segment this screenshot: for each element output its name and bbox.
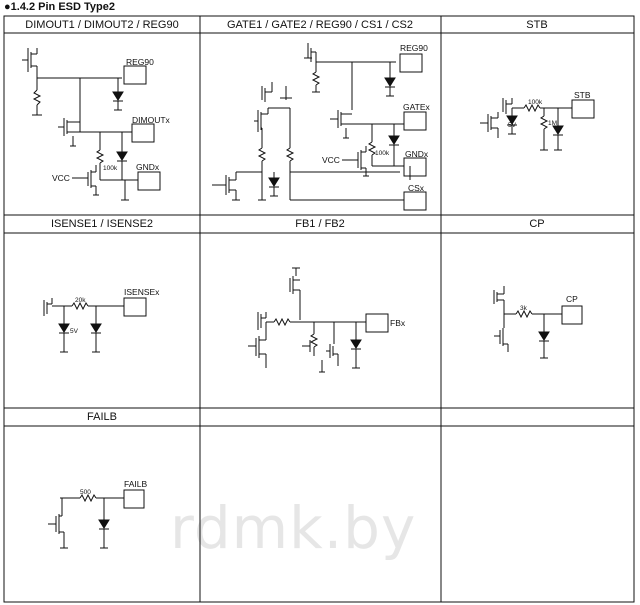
- table-grid: [3, 15, 635, 603]
- isense-circuit: [43, 297, 147, 353]
- label-stb-100k: 100k: [528, 99, 543, 106]
- header-dimout: DIMOUT1 / DIMOUT2 / REG90: [25, 19, 178, 31]
- label-cp-3k: 3k: [520, 305, 528, 312]
- cp-circuit: [493, 286, 583, 359]
- page-title: ●1.4.2 Pin ESD Type2: [4, 1, 115, 13]
- label-gate-reg90: REG90: [400, 43, 428, 53]
- label-stb-1m: 1M: [548, 120, 557, 127]
- watermark: rdmk.by: [170, 494, 416, 562]
- label-stb-stb: STB: [574, 90, 591, 100]
- fb-circuit: [248, 267, 389, 373]
- failb-circuit: [48, 489, 145, 549]
- label-failb-500: 500: [80, 489, 91, 496]
- label-dimout-reg90: REG90: [126, 57, 154, 67]
- stb-circuit: [480, 98, 595, 151]
- label-dimout-dimoutx: DIMOUTx: [132, 115, 171, 125]
- label-gate-csx: CSx: [408, 183, 425, 193]
- label-cp-cp: CP: [566, 294, 578, 304]
- label-dimout-vcc: VCC: [52, 173, 70, 183]
- header-failb: FAILB: [87, 411, 117, 423]
- header-cp: CP: [529, 218, 544, 230]
- label-dimout-100k: 100k: [103, 165, 118, 172]
- label-isense-20k: 20k: [75, 297, 86, 304]
- label-isense-5v: 5V: [70, 328, 79, 335]
- label-gate-gndx: GNDx: [405, 149, 429, 159]
- label-stb-5v: 5V: [508, 122, 517, 129]
- gate-circuit: [212, 43, 427, 211]
- label-failb-failb: FAILB: [124, 479, 147, 489]
- header-stb: STB: [526, 19, 547, 31]
- header-fb: FB1 / FB2: [295, 218, 345, 230]
- header-gate: GATE1 / GATE2 / REG90 / CS1 / CS2: [227, 19, 413, 31]
- header-isense: ISENSE1 / ISENSE2: [51, 218, 153, 230]
- label-gate-100k: 100k: [375, 150, 390, 157]
- label-gate-gatex: GATEx: [403, 102, 431, 112]
- label-dimout-gndx: GNDx: [136, 162, 160, 172]
- label-fb-fbx: FBx: [390, 318, 406, 328]
- label-isense-isensex: ISENSEx: [124, 287, 160, 297]
- dimout-circuit: [22, 48, 161, 201]
- label-gate-vcc: VCC: [322, 155, 340, 165]
